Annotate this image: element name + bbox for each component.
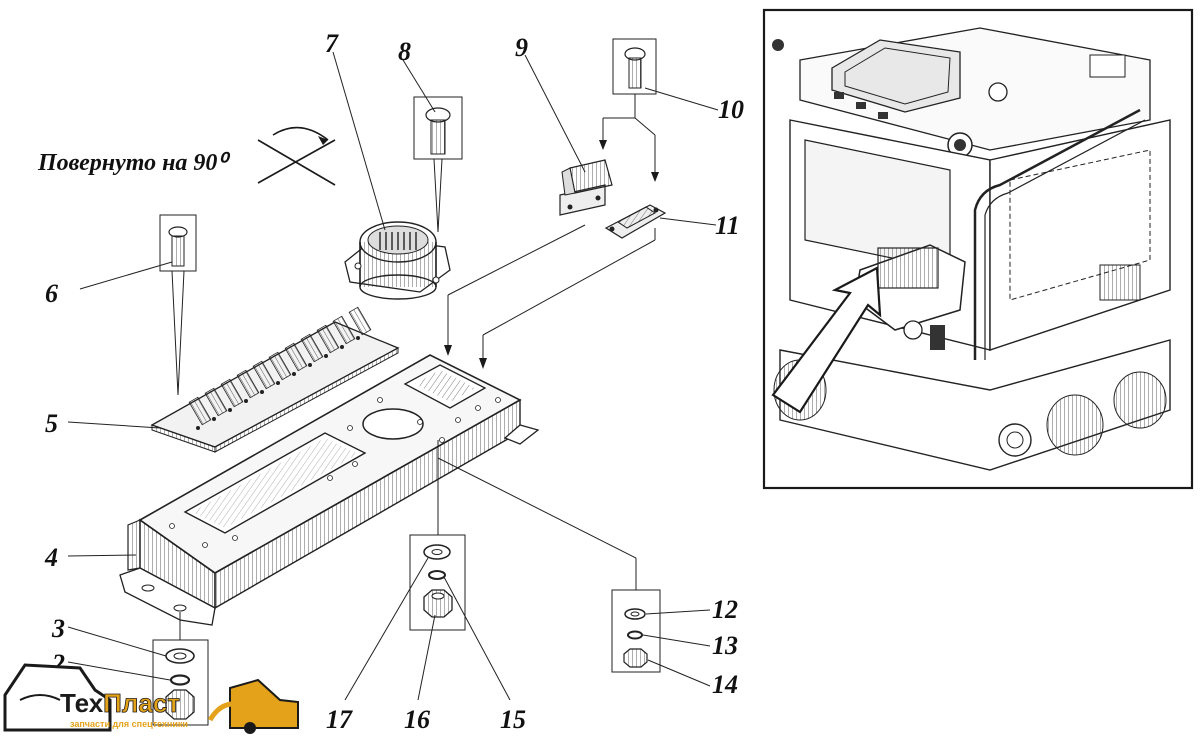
callout-7: 7 <box>325 29 339 58</box>
resistor-element <box>252 360 276 390</box>
vehicle-location-inset <box>762 8 1194 490</box>
callout-16: 16 <box>404 705 430 734</box>
resistor-element <box>220 378 244 408</box>
resistor-element <box>284 342 308 372</box>
terminal-pin <box>196 426 200 430</box>
logo-tagline: запчасти для спецтехники <box>70 719 188 729</box>
callout-labels: 1 2 3 4 5 6 7 8 9 10 11 12 13 14 15 16 1… <box>44 29 744 734</box>
rotation-note: Повернуто на 90⁰ <box>37 150 231 176</box>
callout-8: 8 <box>398 37 411 66</box>
callout-9: 9 <box>515 33 528 62</box>
callout-5: 5 <box>45 409 58 438</box>
part-7-connector <box>344 221 451 300</box>
part-9-relay <box>559 159 613 216</box>
part-6-screw-inset <box>159 214 197 396</box>
callout-11: 11 <box>715 211 740 240</box>
resistor-element <box>348 306 372 336</box>
callout-12: 12 <box>712 595 738 624</box>
resistor-element <box>300 333 324 363</box>
terminal-pin <box>244 399 248 403</box>
terminal-pin <box>260 390 264 394</box>
callout-4: 4 <box>44 543 58 572</box>
brand-logo: ТехПласт запчасти для спецтехники <box>3 663 299 734</box>
resistor-element <box>236 369 260 399</box>
callout-3: 3 <box>51 614 65 643</box>
hardware-set-left <box>152 639 209 726</box>
resistor-element <box>188 396 212 426</box>
callout-6: 6 <box>45 279 58 308</box>
hardware-set-center <box>409 534 466 631</box>
assembly-leaders <box>179 224 656 640</box>
part-8-screw-inset <box>413 96 463 233</box>
callout-13: 13 <box>712 631 738 660</box>
resistor-element <box>332 315 356 345</box>
part-10-screw-inset <box>599 38 659 182</box>
terminal-pin <box>308 363 312 367</box>
terminal-pin <box>292 372 296 376</box>
callout-10: 10 <box>718 95 744 124</box>
svg-text:ТехПласт: ТехПласт <box>60 688 180 718</box>
logo-text-part2: Пласт <box>103 688 180 718</box>
terminal-pin <box>212 417 216 421</box>
terminal-pin <box>356 336 360 340</box>
resistor-element <box>316 324 340 354</box>
callout-17: 17 <box>326 705 353 734</box>
callout-14: 14 <box>712 670 738 699</box>
terminal-pin <box>228 408 232 412</box>
terminal-pin <box>276 381 280 385</box>
logo-text-part1: Тех <box>60 688 104 718</box>
resistor-element <box>268 351 292 381</box>
part-11-socket <box>604 204 667 239</box>
callout-leaders <box>67 51 719 701</box>
callout-15: 15 <box>500 705 526 734</box>
hardware-set-right <box>611 589 661 673</box>
terminal-pin <box>340 345 344 349</box>
rotation-symbol <box>257 126 336 186</box>
terminal-pin <box>324 354 328 358</box>
part-4-mounting-tray <box>119 354 540 626</box>
part-5-terminal-board <box>150 306 400 453</box>
resistor-element <box>204 387 228 417</box>
